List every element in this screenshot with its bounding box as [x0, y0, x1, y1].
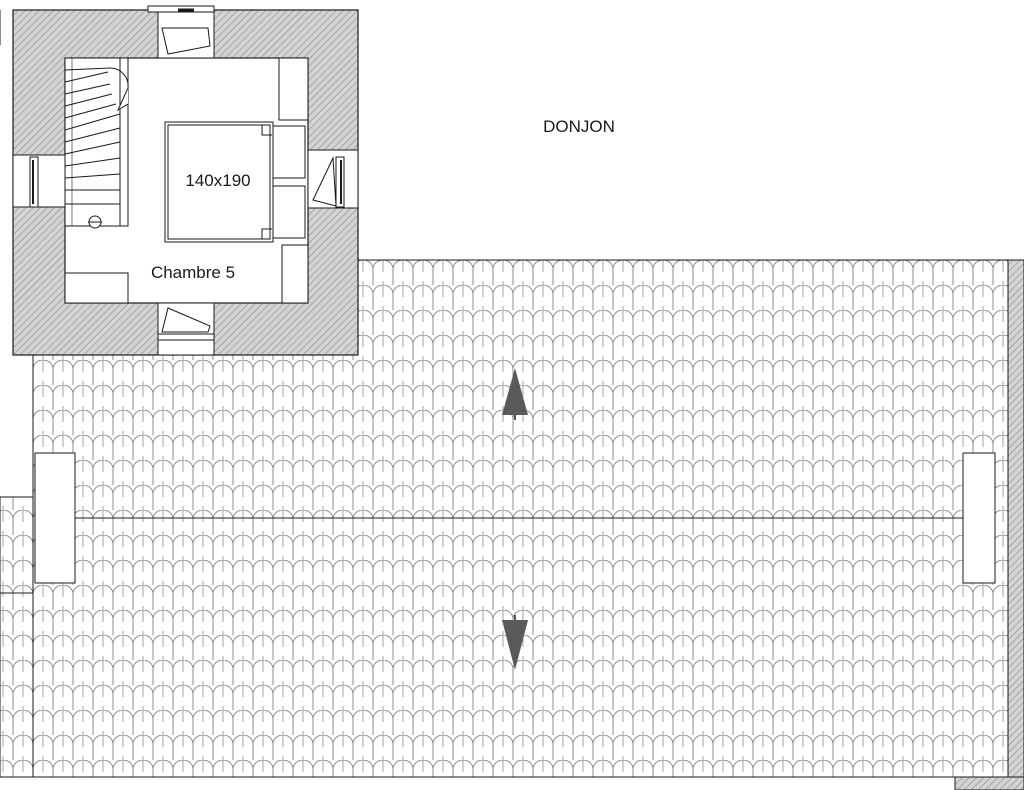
- corner-wall: [954, 776, 1024, 790]
- bed-size-label: 140x190: [185, 171, 250, 190]
- bed: [164, 121, 306, 243]
- left-roof-strip: [0, 496, 34, 778]
- window-right: [307, 149, 359, 209]
- triangle-down-arrow-icon: [502, 620, 528, 670]
- room-name-label: Chambre 5: [151, 263, 235, 282]
- ridge-block-left: [34, 452, 76, 584]
- window-left: [12, 154, 66, 208]
- closet-top-right: [278, 57, 309, 121]
- window-bottom: [157, 302, 215, 356]
- right-wall: [1007, 259, 1024, 778]
- closet-bottom-right: [281, 244, 309, 304]
- roof: [0, 259, 1024, 790]
- tower-plan: 140x190 Chambre 5: [12, 5, 359, 356]
- staircase: [64, 57, 129, 229]
- tower-name-label: DONJON: [543, 117, 615, 136]
- pillow-top: [272, 125, 306, 179]
- ridge-block-right: [962, 452, 996, 584]
- pillow-bottom: [272, 185, 306, 239]
- closet-bottom-left: [64, 272, 129, 304]
- window-top: [147, 5, 215, 59]
- triangle-up-arrow-icon: [502, 368, 528, 415]
